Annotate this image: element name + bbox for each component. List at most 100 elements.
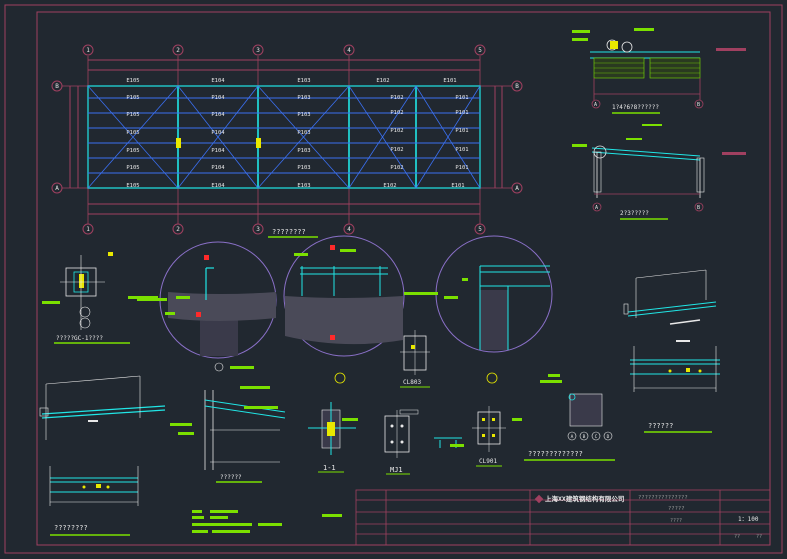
detail-center-caption: ?????? bbox=[220, 474, 242, 481]
purlin-label: P101 bbox=[455, 110, 468, 116]
axis-label-top: 5 bbox=[478, 47, 482, 54]
title-drawing: ????? bbox=[668, 506, 685, 512]
purlin-label: P103 bbox=[297, 165, 310, 171]
beam-label: E104 bbox=[211, 78, 225, 84]
section-axis-a: A bbox=[594, 102, 597, 108]
detail-mj1: MJ1 bbox=[384, 409, 464, 475]
purlin-label: P105 bbox=[126, 148, 139, 154]
detail-11-caption: 1-1 bbox=[323, 464, 336, 472]
beam-label: E101 bbox=[443, 78, 456, 84]
detail-gc-caption: ?????GC-1???? bbox=[56, 335, 103, 342]
beam-label: E102 bbox=[376, 78, 389, 84]
beam-label: E105 bbox=[126, 78, 139, 84]
axis-label-right: A bbox=[515, 185, 519, 192]
purlin-label: P102 bbox=[390, 165, 403, 171]
purlin-label: P101 bbox=[455, 95, 468, 101]
purlin-label: P101 bbox=[455, 165, 468, 171]
purlin-label: P104 bbox=[211, 148, 225, 154]
section-mid-caption: 2?3????? bbox=[620, 210, 649, 217]
detail-beam-left bbox=[39, 375, 194, 440]
beam-label: E101 bbox=[451, 183, 464, 189]
detail-cl901: CL901 bbox=[472, 406, 506, 467]
section-mid-axis-a: A bbox=[595, 205, 598, 211]
detail-gc: ?????GC-1???? bbox=[42, 252, 158, 344]
axis-label-left: A bbox=[55, 185, 59, 192]
section-top: A B 1?4?6?8?????? bbox=[572, 28, 746, 126]
purlin-label: P104 bbox=[211, 165, 225, 171]
purlin-label: P104 bbox=[211, 95, 225, 101]
circle-detail-2 bbox=[283, 235, 405, 357]
title-sheet: ???? bbox=[670, 518, 682, 524]
notes-block bbox=[192, 510, 342, 533]
purlin-label: P102 bbox=[390, 147, 403, 153]
circle-detail-3 bbox=[404, 235, 553, 353]
title-block-logo bbox=[534, 494, 544, 504]
axis-label-right: B bbox=[515, 83, 519, 90]
detail-right-caption: ?????? bbox=[648, 422, 673, 430]
purlin-label: P103 bbox=[297, 148, 310, 154]
axis-label-bottom: 1 bbox=[86, 226, 90, 233]
beam-label: E103 bbox=[297, 183, 310, 189]
anchor-axis-a: A bbox=[571, 434, 574, 440]
section-axis-b: B bbox=[697, 102, 700, 108]
anchor-axis-c: C bbox=[595, 434, 598, 440]
axis-label-top: 3 bbox=[256, 47, 260, 54]
axis-bubbles-top bbox=[51, 44, 523, 235]
purlin-label: P105 bbox=[126, 112, 139, 118]
inner-frame bbox=[36, 11, 771, 546]
detail-right-purlin bbox=[623, 269, 717, 325]
title-sheet-no: ?? bbox=[734, 534, 740, 540]
section-mid: A B 2?3????? bbox=[572, 138, 746, 220]
detail-1-1: 1-1 bbox=[308, 402, 358, 473]
axis-label-bottom: 3 bbox=[256, 226, 260, 233]
section-top-caption: 1?4?6?8?????? bbox=[612, 104, 659, 111]
anchor-axis-d: D bbox=[607, 434, 610, 440]
axis-label-top: 2 bbox=[176, 47, 180, 54]
purlin-label: P102 bbox=[390, 95, 403, 101]
axis-label-top: 4 bbox=[347, 47, 351, 54]
detail-cl803-caption: CL803 bbox=[403, 379, 421, 386]
beam-label: E105 bbox=[126, 183, 139, 189]
axis-label-left: B bbox=[55, 83, 59, 90]
purlin-label: P103 bbox=[297, 112, 310, 118]
title-rev: ?? bbox=[756, 534, 762, 540]
axis-label-top: 1 bbox=[86, 47, 90, 54]
title-scale: 1：100 bbox=[738, 516, 759, 523]
detail-right-mid-caption: ????????????? bbox=[528, 450, 583, 458]
axis-label-bottom: 4 bbox=[347, 226, 351, 233]
detail-column-joint: ?????? bbox=[204, 362, 286, 483]
purlin-label: P103 bbox=[297, 95, 310, 101]
detail-bottom-left: ???????? bbox=[49, 466, 139, 536]
axis-label-bottom: 5 bbox=[478, 226, 482, 233]
beam-label: E104 bbox=[211, 183, 225, 189]
anchor-axis-b: B bbox=[583, 434, 586, 440]
purlin-label: P103 bbox=[297, 130, 310, 136]
beam-label: E102 bbox=[383, 183, 396, 189]
title-block bbox=[355, 489, 771, 546]
axis-label-bottom: 2 bbox=[176, 226, 180, 233]
purlin-label: P101 bbox=[455, 147, 468, 153]
purlin-label: P105 bbox=[126, 130, 139, 136]
purlin-label: P104 bbox=[211, 130, 225, 136]
detail-mj-caption: MJ1 bbox=[390, 466, 403, 474]
detail-bottom-left-caption: ???????? bbox=[54, 524, 88, 532]
purlin-label: P101 bbox=[455, 128, 468, 134]
detail-cl803: CL803 bbox=[334, 330, 498, 388]
title-company: 上海XX建筑钢结构有限公司 bbox=[545, 494, 624, 503]
roof-plan: 1 2 3 4 5 1 2 3 4 5 B A B A E105 E104 E1… bbox=[51, 44, 523, 238]
purlin-label: P102 bbox=[390, 128, 403, 134]
purlin-label: P105 bbox=[126, 165, 139, 171]
title-project: ??????????????? bbox=[638, 495, 688, 501]
detail-cl-caption: CL901 bbox=[479, 458, 497, 465]
circle-detail-1 bbox=[137, 241, 277, 359]
outer-frame bbox=[4, 4, 783, 554]
plan-caption: ???????? bbox=[272, 228, 306, 236]
purlin-label: P104 bbox=[211, 112, 225, 118]
detail-right-beam: ?????? bbox=[630, 340, 720, 433]
purlin-label: P105 bbox=[126, 95, 139, 101]
beam-label: E103 bbox=[297, 78, 310, 84]
purlin-label: P102 bbox=[390, 110, 403, 116]
section-mid-axis-b: B bbox=[697, 205, 700, 211]
detail-anchor: A B C D ????????????? bbox=[512, 374, 615, 461]
